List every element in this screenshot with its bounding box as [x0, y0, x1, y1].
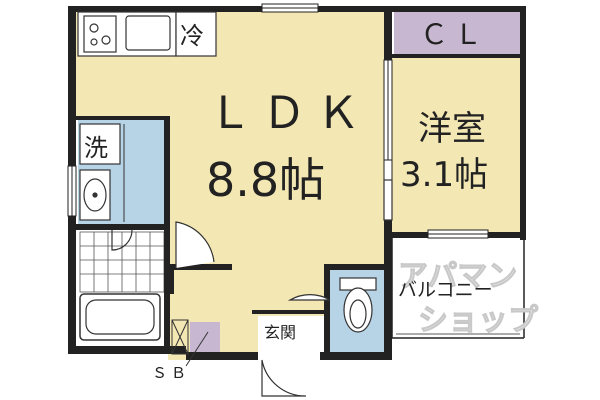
- closet-floor: [394, 12, 522, 54]
- shoe-box-leader: [185, 331, 209, 367]
- fridge-label: 冷: [180, 22, 204, 50]
- watermark-line1: アパマン: [398, 259, 517, 294]
- western-room-floor: [390, 58, 522, 234]
- bathtub-icon: [79, 293, 161, 341]
- doors: [111, 179, 393, 397]
- balcony-label: バルコニー: [398, 279, 493, 301]
- ldk-size-label: 8.8帖: [206, 153, 325, 207]
- washbasin-icon: [79, 169, 111, 221]
- washing-machine-box: [79, 123, 121, 165]
- balcony-railing: [391, 238, 525, 339]
- closet-label: ＣＬ: [420, 18, 488, 51]
- western-room-size-label: 3.1帖: [400, 155, 488, 195]
- kitchen-counter: [77, 11, 177, 57]
- toilet-icon: [339, 277, 377, 333]
- watermark-line2: ショップ: [418, 303, 539, 338]
- laundry-label: 洗: [84, 134, 108, 162]
- shoe-box-icon: [171, 319, 189, 355]
- fridge-icon: [175, 11, 217, 57]
- western-room-name-label: 洋室: [418, 109, 486, 149]
- bathroom-tile-grid: [79, 231, 165, 293]
- ldk-name-label: ＬＤＫ: [208, 88, 370, 139]
- balcony-floor: [392, 238, 524, 336]
- entrance-floor: [258, 316, 324, 360]
- shoe-box-label: ＳＢ: [152, 364, 190, 382]
- entrance-label: 玄関: [264, 323, 296, 342]
